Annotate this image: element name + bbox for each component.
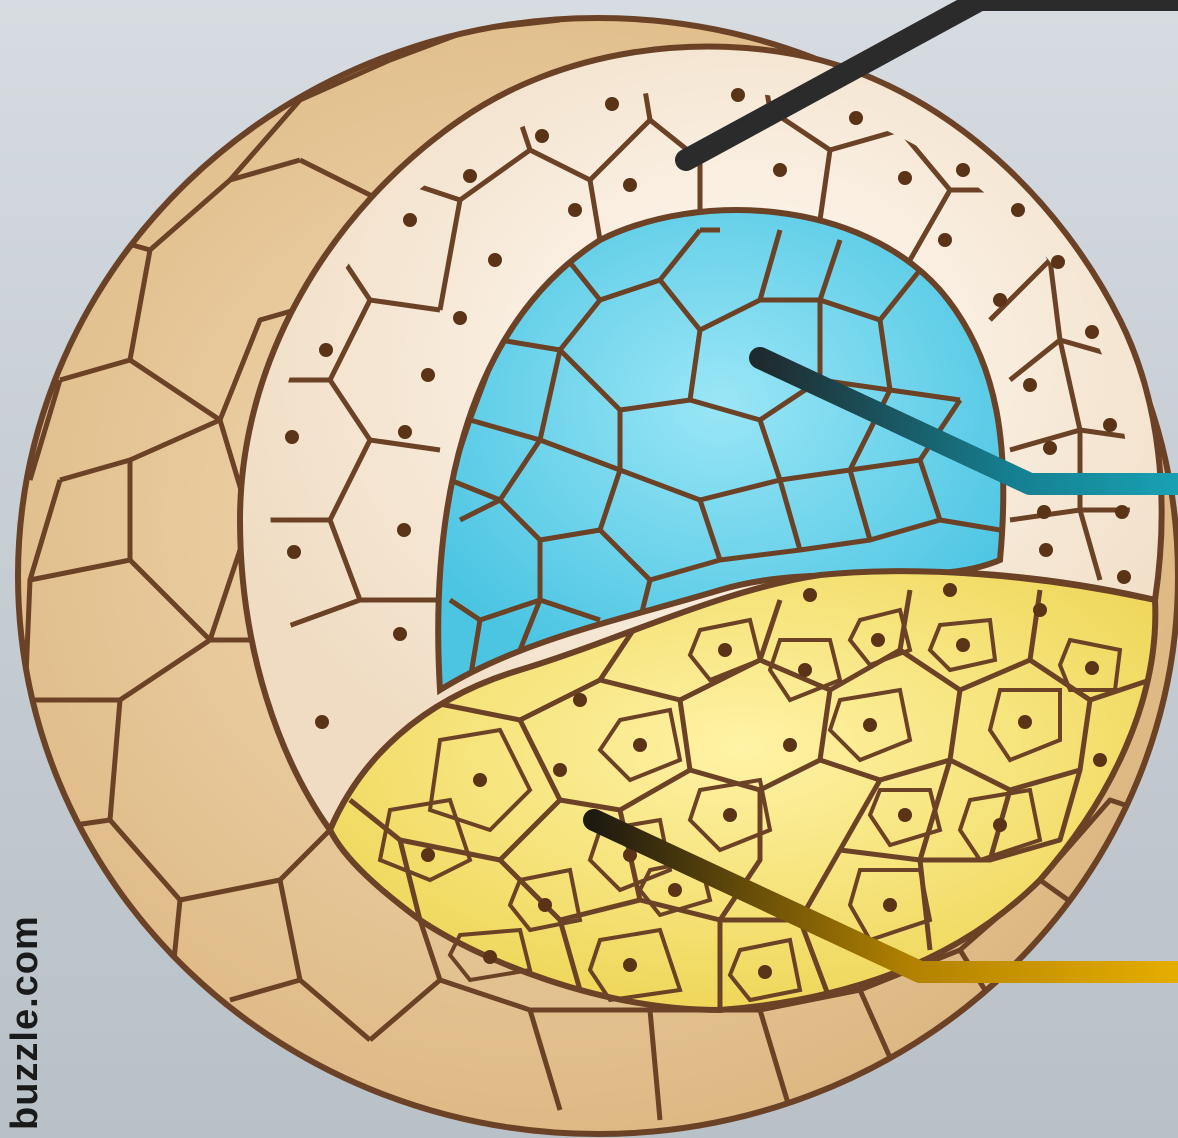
- side-watermark: buzzle.com: [0, 770, 40, 1138]
- side-watermark-text: buzzle.com: [4, 915, 40, 1130]
